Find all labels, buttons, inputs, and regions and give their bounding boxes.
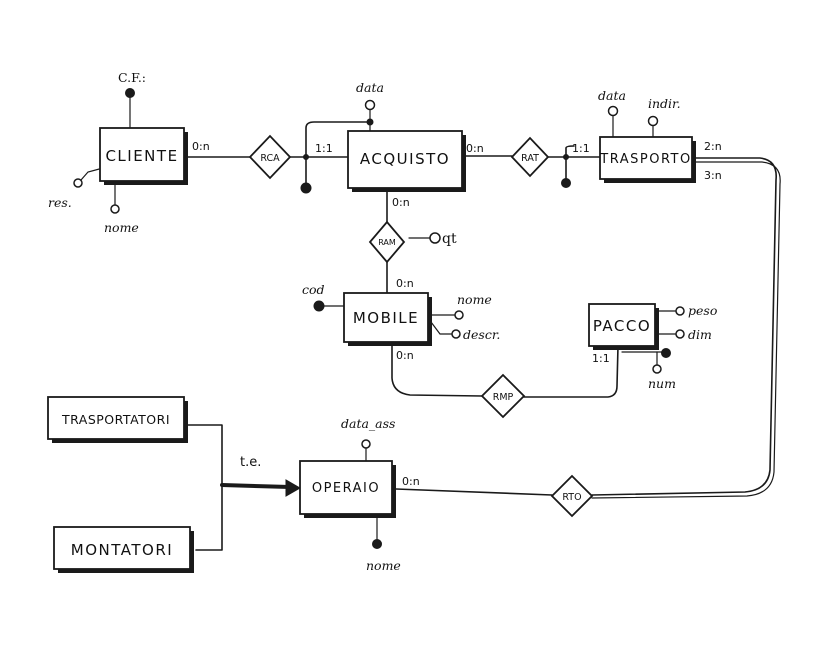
entity-montatori-label: MONTATORI <box>71 541 173 559</box>
relation-rat-label: RAT <box>521 153 539 164</box>
entity-cliente: CLIENTE <box>99 127 188 185</box>
attr-cf-label: C.F.: <box>118 70 146 85</box>
identifier-dot <box>561 178 571 188</box>
attr-data-acquisto-label: data <box>356 80 384 95</box>
attr-cod-label: cod <box>302 282 325 297</box>
attr-res-dot <box>73 178 83 188</box>
card-acquisto-rat: 0:n <box>466 142 484 155</box>
attr-indir-label: indir. <box>648 96 681 111</box>
relation-rmp-label: RMP <box>493 392 514 403</box>
relation-rto-label: RTO <box>562 492 581 503</box>
attr-qt-dot <box>429 232 441 244</box>
attr-data-ass-label: data_ass <box>341 416 395 431</box>
attr-data-trasporto-label: data <box>598 88 626 103</box>
card-cliente-rca: 0:n <box>192 140 210 153</box>
entity-acquisto: ACQUISTO <box>347 130 466 192</box>
card-trasporto-rto-b: 3:n <box>704 169 722 182</box>
card-trasporto-rat: 1:1 <box>572 142 590 155</box>
entity-trasporto-label: TRASPORTO <box>599 152 691 167</box>
card-acquisto-ram: 0:n <box>392 196 410 209</box>
attr-cod-dot <box>313 300 325 312</box>
entity-pacco-label: PACCO <box>593 317 651 335</box>
card-operaio-rto: 0:n <box>402 475 420 488</box>
relation-rca-label: RCA <box>260 153 280 164</box>
attr-dim-label: dim <box>688 327 712 342</box>
attr-nome-cliente-label: nome <box>104 220 139 235</box>
card-pacco-rmp: 1:1 <box>592 352 610 365</box>
entity-mobile-label: MOBILE <box>353 309 419 327</box>
attr-qt-label: qt <box>442 231 457 247</box>
junction-dot <box>303 154 309 160</box>
connection-lines <box>185 121 781 551</box>
attr-indir-dot <box>647 115 659 127</box>
attr-nome-cliente-dot <box>110 204 120 214</box>
attr-nome-operaio-dot <box>372 539 382 549</box>
attr-num-label: num <box>648 376 676 391</box>
generalization-label: t.e. <box>240 455 261 470</box>
junction-dot <box>366 118 374 126</box>
entity-trasportatori: TRASPORTATORI <box>47 396 188 443</box>
relation-rat: RAT <box>510 136 550 178</box>
attr-nome-mobile-dot <box>454 310 464 320</box>
attr-peso-label: peso <box>688 303 717 318</box>
attribute-dots <box>73 88 685 549</box>
attr-res-label: res. <box>48 195 72 210</box>
card-trasporto-rto-a: 2:n <box>704 140 722 153</box>
attr-cf-dot <box>125 88 135 98</box>
identifier-dot <box>300 182 312 194</box>
attr-num-identifier-dot <box>661 348 671 358</box>
relation-rca: RCA <box>248 134 292 180</box>
entity-acquisto-label: ACQUISTO <box>360 150 450 168</box>
attr-num-dot <box>652 364 662 374</box>
attribute-stems <box>80 96 677 541</box>
attribute-labels: C.F.: res. nome data data indir. qt cod … <box>48 70 717 573</box>
entity-operaio-label: OPERAIO <box>312 481 380 496</box>
relation-rto: RTO <box>550 474 594 518</box>
cardinality-labels: 0:n 1:1 0:n 1:1 2:n 3:n 0:n 0:n 0:n 1:1 … <box>192 140 722 488</box>
generalization-arrow-icon <box>285 479 302 497</box>
attr-data-trasporto-dot <box>607 105 619 117</box>
entity-montatori: MONTATORI <box>53 526 194 573</box>
entity-trasportatori-label: TRASPORTATORI <box>61 412 170 427</box>
card-acquisto-rca: 1:1 <box>315 142 333 155</box>
card-mobile-rmp: 0:n <box>396 349 414 362</box>
entity-cliente-label: CLIENTE <box>105 147 178 165</box>
attr-peso-dot <box>675 306 685 316</box>
junction-dot <box>563 154 569 160</box>
entity-mobile: MOBILE <box>343 292 432 346</box>
entity-pacco: PACCO <box>588 303 659 350</box>
attr-dim-dot <box>675 329 685 339</box>
entity-operaio: OPERAIO <box>299 460 396 518</box>
attr-descr-label: descr. <box>463 327 500 342</box>
attr-data-acquisto-dot <box>364 99 376 111</box>
relation-rmp: RMP <box>480 373 526 419</box>
attr-descr-dot <box>451 329 461 339</box>
card-mobile-ram: 0:n <box>396 277 414 290</box>
attr-nome-mobile-label: nome <box>457 292 492 307</box>
relation-ram: RAM <box>368 220 406 264</box>
attr-data-ass-dot <box>361 439 371 449</box>
attr-nome-operaio-label: nome <box>366 558 401 573</box>
entity-trasporto: TRASPORTO <box>599 136 696 183</box>
relation-ram-label: RAM <box>378 238 396 247</box>
